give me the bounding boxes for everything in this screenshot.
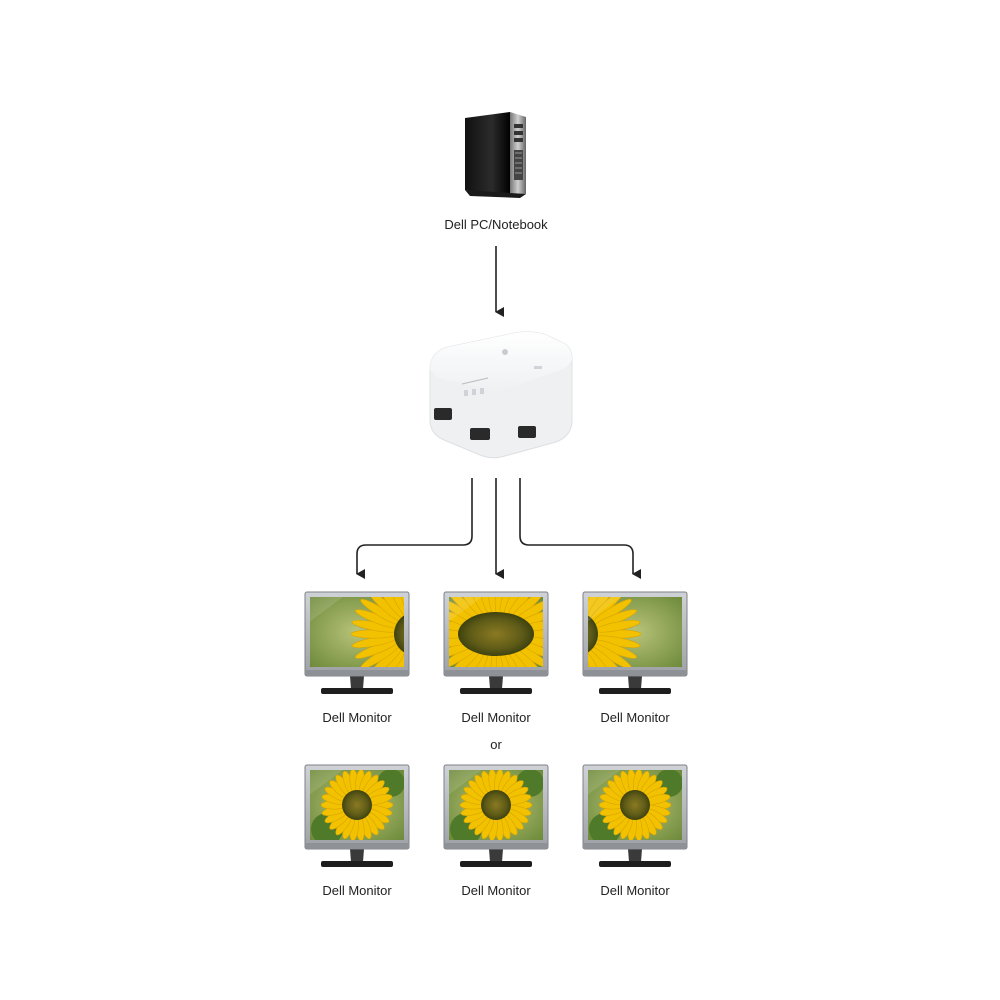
monitor-icon <box>443 591 549 694</box>
monitor-icon <box>304 591 410 694</box>
monitor-icon <box>443 764 549 867</box>
monitor-label-r1-c3: Dell Monitor <box>600 710 670 725</box>
connector-lines <box>356 478 641 579</box>
monitor-label-r2-c3: Dell Monitor <box>600 883 670 898</box>
monitor-label-r2-c2: Dell Monitor <box>461 883 531 898</box>
tower-pc-icon <box>465 112 526 198</box>
monitor-label-r2-c1: Dell Monitor <box>322 883 392 898</box>
arrow-hub-to-monitor-right <box>519 478 641 579</box>
or-separator: or <box>490 737 502 752</box>
monitor-label-r1-c1: Dell Monitor <box>322 710 392 725</box>
monitor-icon <box>582 591 688 694</box>
display-hub-icon <box>429 331 573 459</box>
source-label: Dell PC/Notebook <box>444 217 548 232</box>
monitor-icon <box>582 764 688 867</box>
monitor-grid <box>304 591 688 867</box>
monitor-label-r1-c2: Dell Monitor <box>461 710 531 725</box>
monitor-icon <box>304 764 410 867</box>
arrow-hub-to-monitor-left <box>356 478 473 579</box>
